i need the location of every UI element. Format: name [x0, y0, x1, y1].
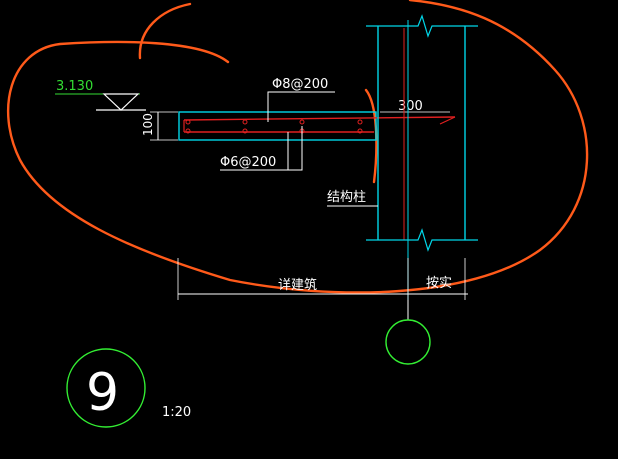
annotation-stroke [364, 88, 378, 184]
scale-label: 1:20 [162, 405, 191, 420]
rebar-dot [242, 128, 248, 134]
break-line-bottom [366, 228, 478, 252]
break-line-top [366, 14, 478, 38]
slab-outline [178, 111, 377, 141]
rebar-dot [242, 119, 248, 125]
axis-bubble [385, 319, 431, 365]
detail-number: 9 [86, 363, 119, 423]
level-text: 3.130 [56, 79, 93, 94]
dim-100-text: 100 [141, 113, 155, 136]
rebar-bottom-label: Φ6@200 [220, 155, 276, 170]
rebar-dot [185, 128, 191, 134]
rebar-dot [299, 119, 305, 125]
annotation-loop [6, 0, 589, 294]
rebar-dot [185, 119, 191, 125]
see-arch-label: 详建筑 [278, 277, 317, 293]
leader-top [267, 91, 335, 122]
rebar-dots [185, 119, 363, 134]
rebar-top-label: Φ8@200 [272, 77, 328, 92]
rebar-dot [357, 128, 363, 134]
rebar-anchor [439, 116, 456, 125]
leader-bottom [220, 126, 303, 171]
column-label: 结构柱 [327, 190, 366, 205]
detail-circle [66, 348, 146, 428]
rebar-dot [357, 119, 363, 125]
rebar-top [183, 116, 456, 121]
level-triangle [102, 93, 140, 111]
as-built-label: 按实 [426, 276, 452, 291]
